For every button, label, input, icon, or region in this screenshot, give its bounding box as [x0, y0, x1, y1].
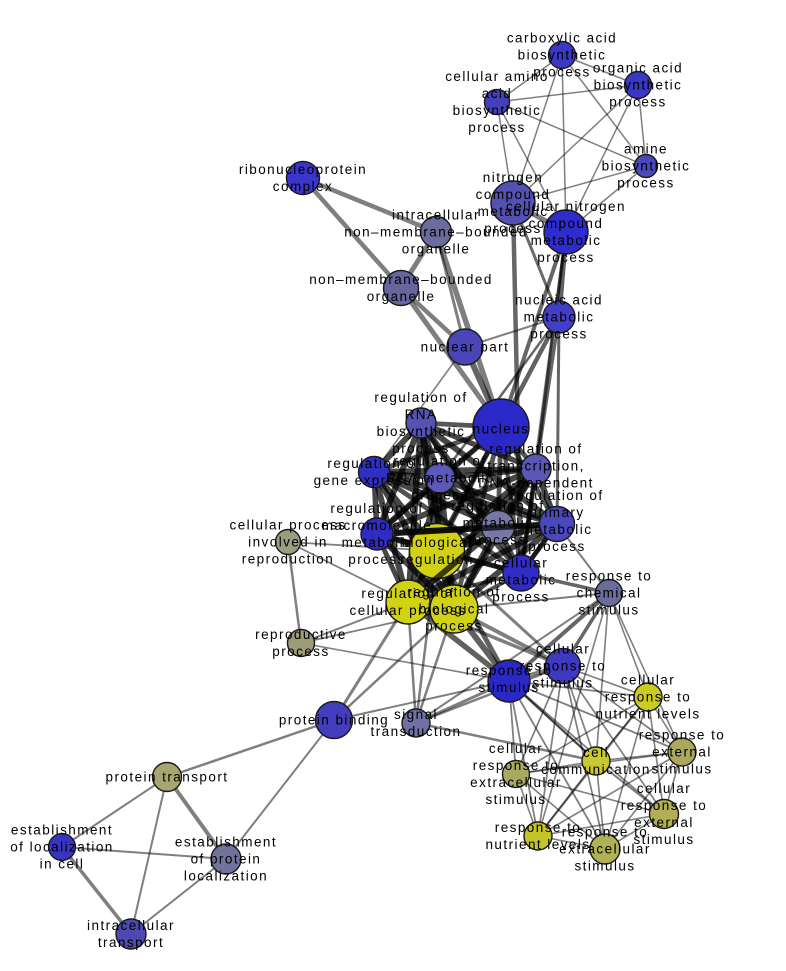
svg-text:nuclear part: nuclear part — [421, 340, 510, 355]
svg-text:protein binding: protein binding — [279, 713, 389, 728]
svg-text:protein transport: protein transport — [106, 770, 229, 785]
svg-text:nucleus: nucleus — [473, 422, 530, 437]
